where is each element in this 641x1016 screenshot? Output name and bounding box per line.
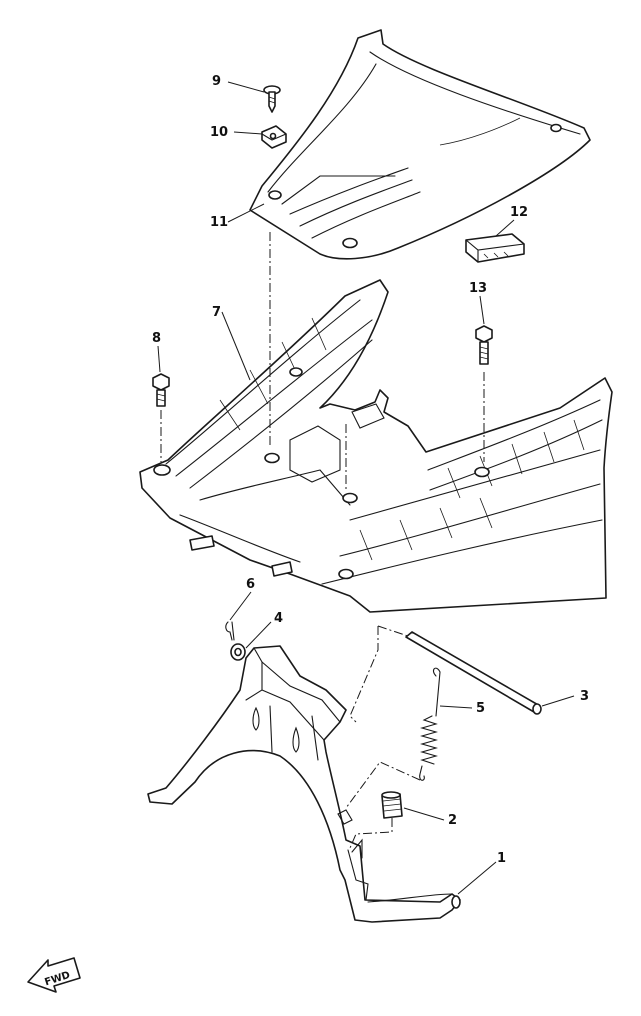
- callout-5: 5: [476, 701, 485, 716]
- assembly-lines: [160, 232, 485, 849]
- pivot-shaft-part-3: [405, 631, 542, 715]
- callout-6: 6: [246, 577, 255, 592]
- callout-2: 2: [448, 813, 457, 828]
- screw-part-9: [263, 85, 281, 113]
- bushing-part-2: [381, 791, 403, 819]
- return-spring-part-5: [419, 667, 441, 781]
- callout-13: 13: [469, 281, 487, 296]
- nut-clip-part-10: [261, 125, 287, 149]
- main-stand-part-1: [147, 645, 461, 923]
- floor-board-part-7: [139, 279, 613, 613]
- callout-12: 12: [510, 205, 528, 220]
- callout-9: 9: [212, 74, 221, 89]
- callout-labels: 9 10 11 12 13 8 7 6 4 5 3 2 1: [152, 74, 589, 866]
- front-cover-panel: [249, 29, 591, 260]
- callout-4: 4: [274, 611, 283, 626]
- callout-1: 1: [497, 851, 506, 866]
- bolt-part-13: [475, 325, 493, 365]
- fwd-arrow-icon: FWD: [27, 957, 81, 993]
- callout-8: 8: [152, 331, 161, 346]
- cotter-pin-part-6: [225, 621, 235, 641]
- callout-11: 11: [210, 215, 228, 230]
- callout-7: 7: [212, 305, 221, 320]
- damper-block-part-12: [465, 233, 525, 263]
- washer-part-4: [230, 643, 246, 661]
- callout-10: 10: [210, 125, 228, 140]
- leader-lines: [157, 81, 575, 895]
- callout-3: 3: [580, 689, 589, 704]
- bolt-part-8: [152, 373, 170, 407]
